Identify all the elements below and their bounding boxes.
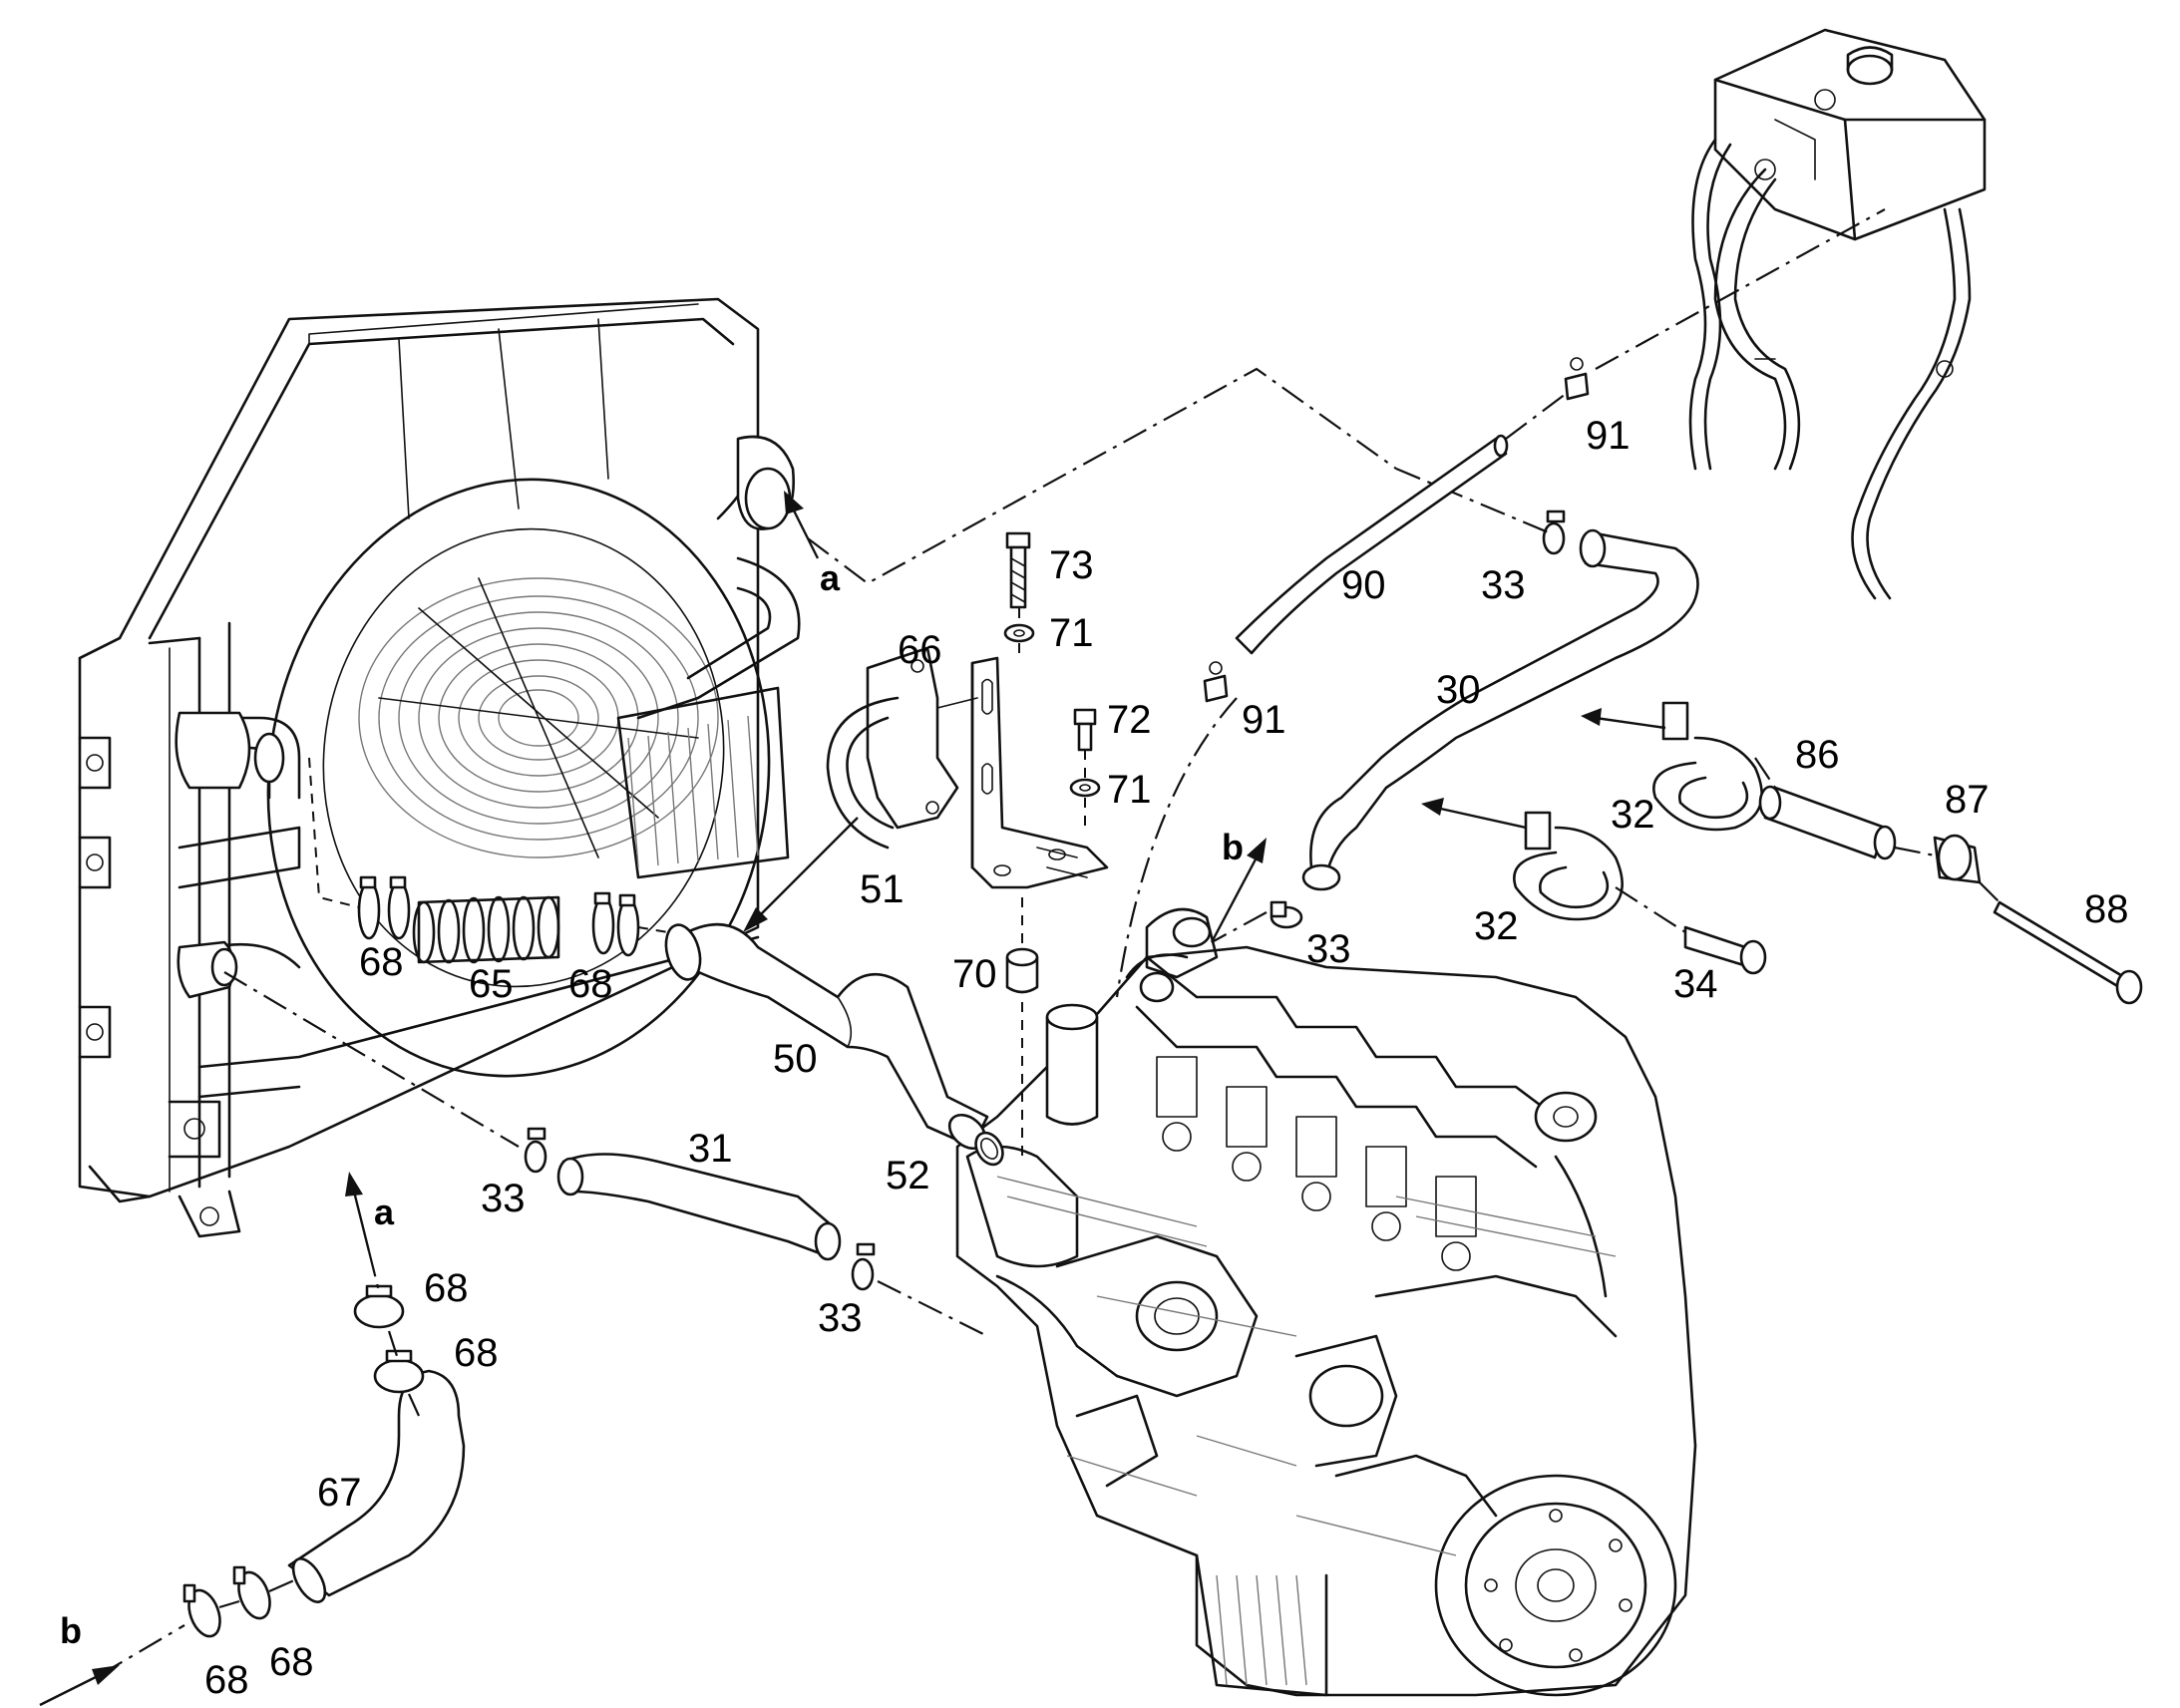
bolt-34	[1683, 925, 1767, 975]
label-33a: 33	[1481, 563, 1526, 607]
connector-b-bottom: b	[60, 1610, 82, 1651]
label-31: 31	[688, 1127, 733, 1171]
clamp-68-c	[353, 1284, 405, 1329]
label-67: 67	[317, 1471, 362, 1515]
engine-block	[955, 907, 1697, 1697]
label-91a: 91	[1586, 414, 1631, 458]
clamp-68-f	[232, 1565, 271, 1620]
label-50: 50	[773, 1037, 818, 1081]
arrow-a-bottom	[345, 1172, 371, 1252]
label-33d: 33	[818, 1296, 863, 1340]
arrow-32a-to-30	[1581, 708, 1666, 730]
radiator-assembly	[78, 297, 801, 1238]
clamp-68-d	[373, 1349, 425, 1394]
arrow-b-bottom	[39, 1665, 120, 1707]
label-71b: 71	[1107, 768, 1152, 812]
part-labels: 91 90 33 73 71 66 72 71 91 30 86 87 32 5…	[204, 414, 2129, 1702]
clamp-68-e	[182, 1583, 221, 1638]
arrow-a-top	[784, 491, 820, 559]
label-33c: 33	[481, 1177, 526, 1220]
hose-90	[1235, 434, 1509, 655]
label-33b: 33	[1306, 927, 1351, 971]
expansion-tank	[1688, 28, 1987, 600]
label-86: 86	[1795, 733, 1840, 777]
hose-clip-91b	[1203, 661, 1229, 703]
label-32a: 32	[1611, 793, 1655, 837]
clamp-33-d	[851, 1242, 876, 1291]
label-52: 52	[886, 1154, 930, 1197]
label-68e: 68	[204, 1658, 249, 1702]
grommet-87	[1933, 834, 1982, 884]
label-72: 72	[1107, 698, 1152, 742]
connector-b-engine: b	[1222, 827, 1244, 867]
saddle-clamp-32-a	[1652, 701, 1763, 832]
arrow-51-to-50	[743, 817, 859, 932]
label-65: 65	[469, 962, 514, 1006]
hose-50	[664, 922, 989, 1151]
bolt-88	[1993, 900, 2143, 1005]
sleeve-86	[1758, 785, 1897, 860]
spacer-70	[1005, 947, 1039, 994]
label-68a: 68	[359, 940, 404, 984]
ring-52	[974, 1131, 1004, 1167]
label-88: 88	[2084, 887, 2129, 931]
connector-letters: a a b b	[60, 557, 1244, 1651]
connector-a-top: a	[820, 557, 841, 598]
label-32b: 32	[1474, 904, 1519, 948]
label-87: 87	[1945, 778, 1990, 822]
label-51: 51	[860, 867, 905, 911]
label-70: 70	[952, 952, 997, 996]
clamp-51	[826, 646, 978, 850]
label-66: 66	[898, 628, 942, 672]
connector-a-bottom: a	[374, 1192, 395, 1232]
hose-67	[287, 1369, 466, 1603]
label-68d: 68	[454, 1331, 499, 1375]
label-91b: 91	[1242, 698, 1286, 742]
label-90: 90	[1341, 563, 1386, 607]
label-30: 30	[1436, 668, 1481, 712]
clamp-33-c	[524, 1127, 547, 1174]
label-71a: 71	[1049, 611, 1094, 655]
hose-clip-91a	[1564, 357, 1590, 401]
washer-71b	[1069, 778, 1101, 798]
label-73: 73	[1049, 543, 1094, 587]
label-68c: 68	[424, 1266, 469, 1310]
bracket-66	[970, 656, 1109, 889]
bolt-73	[1005, 531, 1031, 609]
bolt-72	[1073, 708, 1097, 752]
label-34: 34	[1673, 962, 1718, 1006]
hose-30	[1301, 528, 1699, 891]
clamp-68-pair-right	[591, 891, 640, 957]
clamp-33-b	[1270, 900, 1303, 929]
clamp-33-a	[1542, 510, 1566, 555]
hose-31	[556, 1153, 842, 1261]
label-68f: 68	[269, 1640, 314, 1684]
label-68b: 68	[568, 962, 613, 1006]
bellows-65	[412, 895, 560, 964]
arrow-32b-to-30	[1421, 798, 1527, 830]
clamp-68-pair-left	[357, 875, 411, 940]
arrow-b-engine	[1210, 838, 1267, 943]
washer-71a	[1003, 623, 1035, 643]
saddle-clamp-32-b	[1513, 811, 1624, 921]
